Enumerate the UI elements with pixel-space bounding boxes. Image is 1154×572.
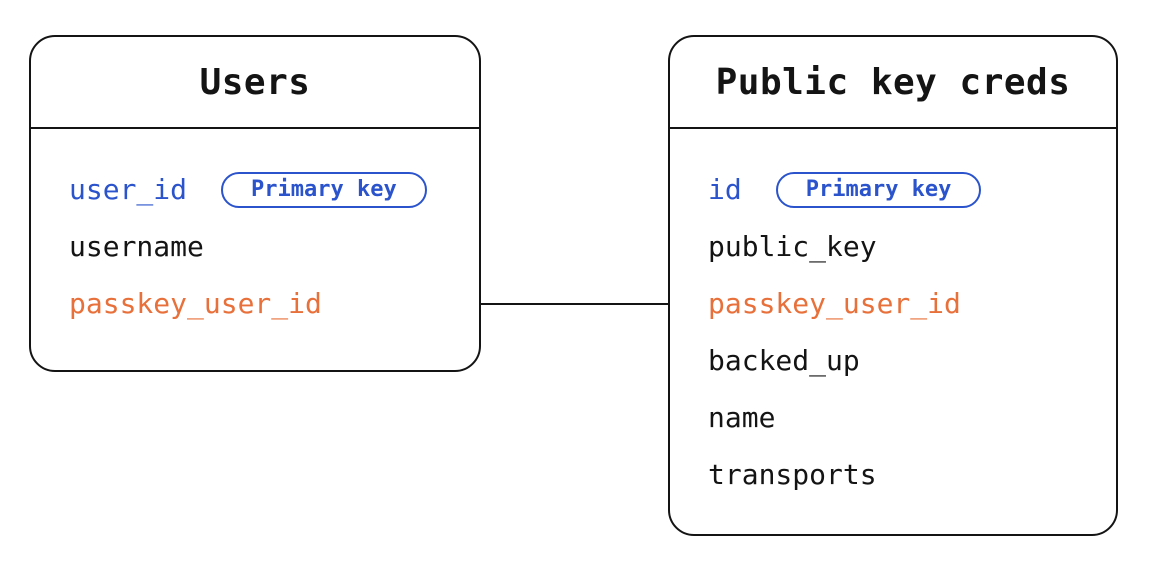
field-name-id: id: [708, 173, 742, 206]
field-name-passkey-user-id: passkey_user_id: [708, 287, 961, 320]
table-users-title: Users: [31, 37, 479, 129]
primary-key-badge: Primary key: [775, 171, 982, 208]
field-row-id: id Primary key: [708, 161, 1116, 218]
table-public-key-creds-title: Public key creds: [670, 37, 1116, 129]
field-row-backed-up: backed_up: [708, 332, 1116, 389]
table-users: Users user_id Primary key username passk…: [29, 35, 481, 372]
field-name-transports: transports: [708, 458, 877, 491]
table-users-fields: user_id Primary key username passkey_use…: [31, 129, 479, 332]
field-name-backed-up: backed_up: [708, 344, 860, 377]
relationship-line: [481, 303, 668, 305]
field-name-passkey-user-id: passkey_user_id: [69, 287, 322, 320]
field-row-user-id: user_id Primary key: [69, 161, 479, 218]
table-public-key-creds-fields: id Primary key public_key passkey_user_i…: [670, 129, 1116, 503]
field-row-username: username: [69, 218, 479, 275]
field-name-username: username: [69, 230, 204, 263]
field-name-name: name: [708, 401, 776, 434]
field-row-name: name: [708, 389, 1116, 446]
field-row-public-key: public_key: [708, 218, 1116, 275]
field-row-transports: transports: [708, 446, 1116, 503]
table-public-key-creds: Public key creds id Primary key public_k…: [668, 35, 1118, 536]
field-row-passkey-user-id: passkey_user_id: [69, 275, 479, 332]
field-name-user-id: user_id: [69, 173, 188, 206]
field-row-passkey-user-id: passkey_user_id: [708, 275, 1116, 332]
field-name-public-key: public_key: [708, 230, 877, 263]
primary-key-badge: Primary key: [221, 171, 427, 208]
